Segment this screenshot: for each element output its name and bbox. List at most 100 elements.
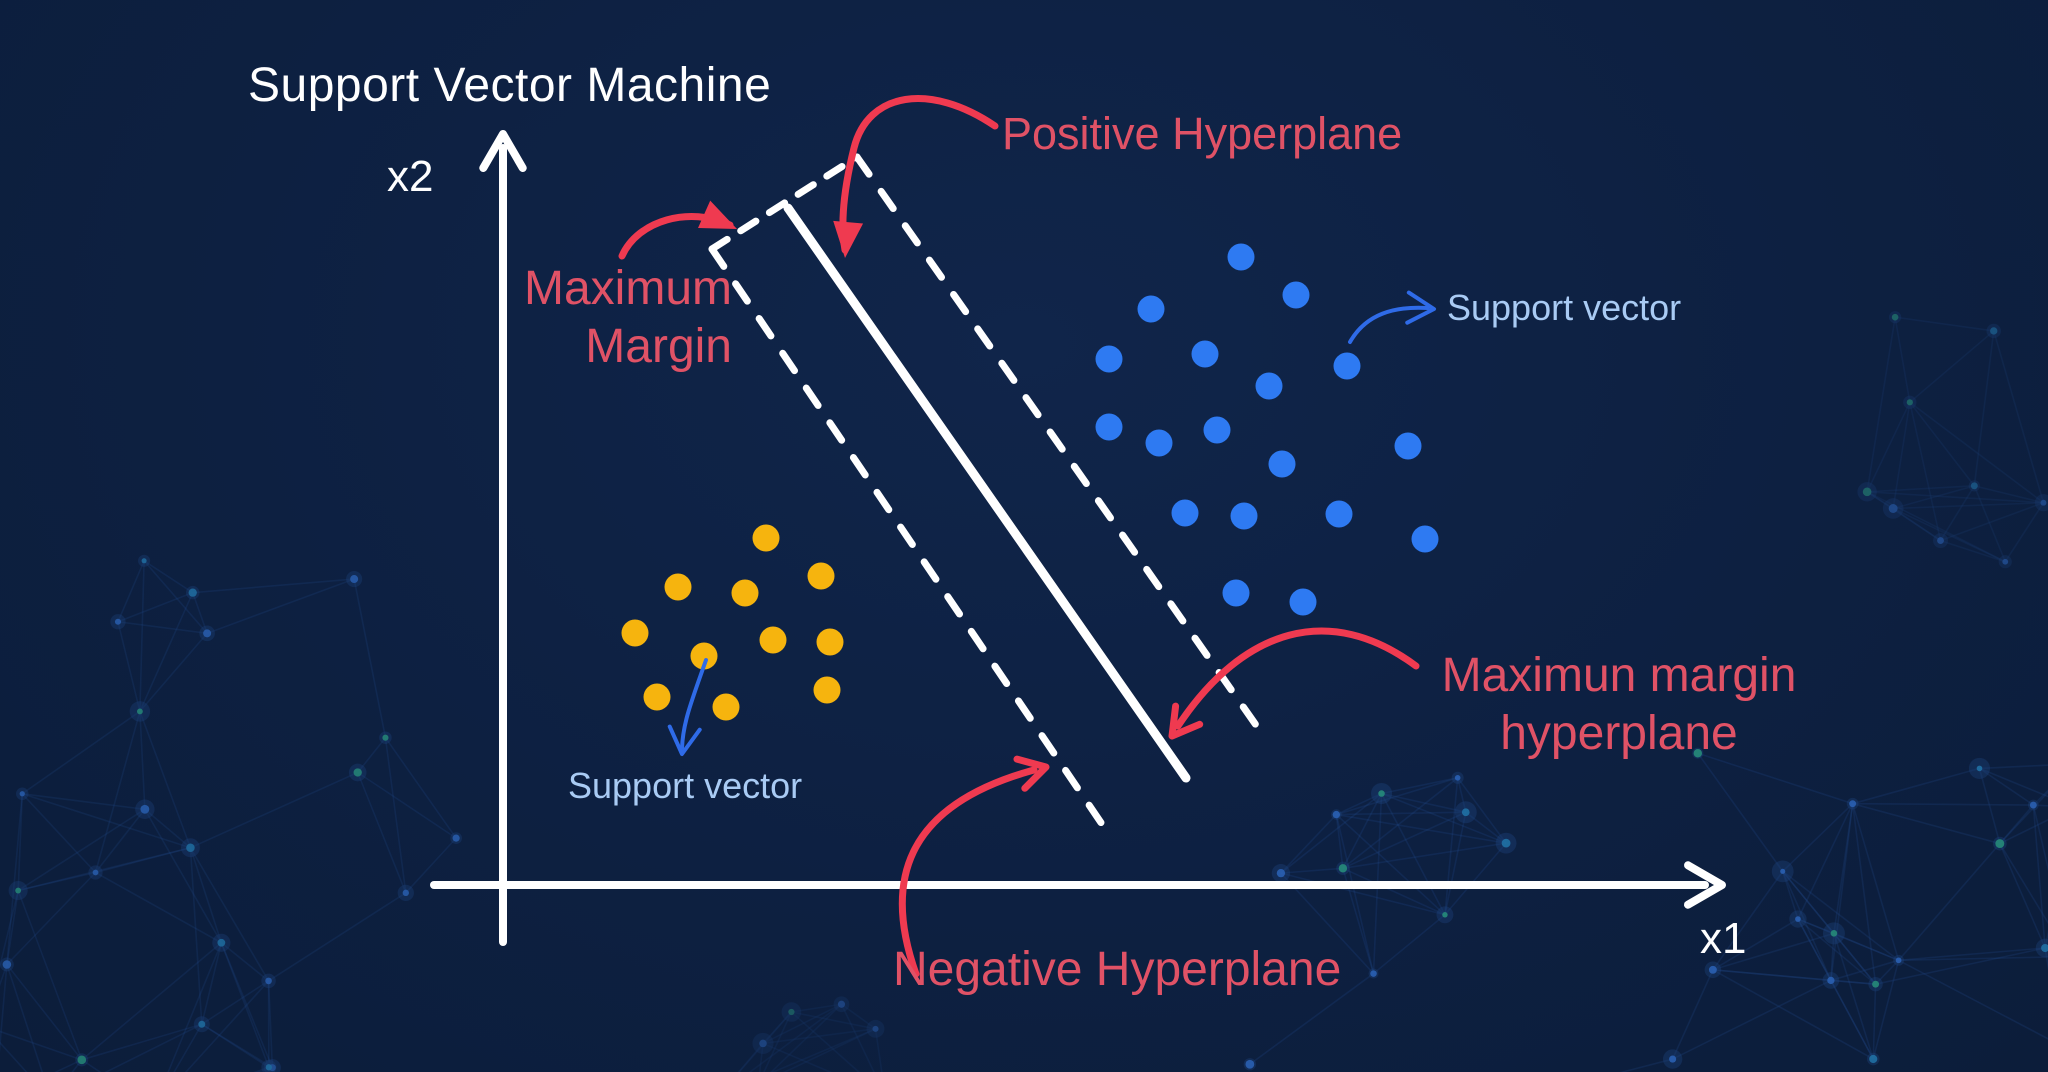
network-edge <box>791 1003 842 1013</box>
network-edge <box>1782 803 1854 872</box>
support-vector-right-arrow <box>1348 305 1430 344</box>
network-node-core <box>268 1064 276 1072</box>
network-edge <box>1697 752 1853 805</box>
data-point-blue <box>1095 413 1123 441</box>
network-node-core <box>1869 1054 1878 1064</box>
network-edge <box>17 808 146 892</box>
network-edge <box>1830 803 1854 981</box>
network-node-glow <box>261 1059 277 1072</box>
network-edge <box>1866 491 1941 542</box>
network-node-core <box>198 1020 206 1028</box>
network-node-glow <box>8 880 28 901</box>
network-node-core <box>2 960 12 969</box>
data-point-yellow <box>731 579 759 607</box>
network-edge <box>1898 956 2048 962</box>
network-node-core <box>19 791 25 797</box>
network-node-core <box>1872 980 1880 988</box>
network-edge <box>22 793 191 849</box>
network-node-core <box>1693 749 1703 758</box>
network-node-glow <box>129 701 151 722</box>
network-node-core <box>141 558 147 564</box>
network-node-core <box>1378 790 1385 797</box>
network-edge <box>1939 485 1976 541</box>
network-edge <box>1851 803 1900 961</box>
network-edge <box>1456 777 1467 813</box>
network-edge <box>189 847 203 1025</box>
network-edge <box>1898 959 2048 1040</box>
network-edge <box>1872 960 1900 1060</box>
network-edge <box>1992 330 2045 503</box>
network-edge <box>770 1003 843 1072</box>
network-node-glow <box>866 1019 885 1038</box>
network-node-core <box>402 889 409 897</box>
network-edge <box>1999 819 2048 845</box>
network-edge <box>1895 316 1994 332</box>
network-edge <box>1797 918 1877 985</box>
network-node-core <box>1891 313 1899 321</box>
network-edge <box>167 942 223 1072</box>
network-edge <box>1897 843 2001 961</box>
network-edge <box>790 1011 861 1072</box>
network-edge <box>1852 767 1980 805</box>
network-edge <box>1712 870 1784 971</box>
network-edge <box>2032 804 2048 872</box>
data-point-blue <box>1394 432 1422 460</box>
network-edge <box>1894 317 1911 403</box>
network-edge <box>1342 867 1446 916</box>
network-edge <box>6 793 24 965</box>
network-edge <box>1672 979 1832 1060</box>
network-edge <box>6 964 83 1061</box>
network-edge <box>1782 870 1877 985</box>
network-edge <box>6 964 44 1072</box>
network-edge <box>1940 539 2006 563</box>
network-edge <box>1833 933 1875 1060</box>
network-edge <box>257 1066 273 1072</box>
network-edge <box>2032 804 2046 949</box>
network-edge <box>1909 402 1942 541</box>
left-dashed-line <box>708 245 1110 834</box>
network-edge <box>1973 485 2007 563</box>
network-edge <box>139 711 192 849</box>
network-edge <box>94 711 141 873</box>
network-edge <box>1909 401 1975 487</box>
network-node-core <box>1338 864 1348 873</box>
network-edge <box>206 578 355 635</box>
network-edge <box>1782 870 1900 961</box>
negative-hyperplane-label: Negative Hyperplane <box>893 943 1342 996</box>
network-node-core <box>1454 775 1461 781</box>
data-point-blue <box>1282 281 1310 309</box>
network-node-glow <box>185 585 200 600</box>
network-edge <box>1833 932 1899 962</box>
network-edge <box>384 737 457 839</box>
network-edge <box>1979 764 2048 770</box>
network-edge <box>1249 972 1374 1065</box>
network-node-core <box>114 618 122 625</box>
data-point-yellow <box>752 524 780 552</box>
network-node-glow <box>88 865 103 880</box>
network-node-core <box>1995 839 2005 849</box>
data-point-blue <box>1289 588 1317 616</box>
maximum-margin-arrow-head <box>698 200 737 229</box>
network-edge <box>1342 793 1383 869</box>
network-edge <box>762 1003 842 1045</box>
network-edge <box>405 837 457 894</box>
data-point-yellow <box>813 676 841 704</box>
network-edge <box>81 942 222 1061</box>
network-edge <box>144 808 223 944</box>
network-node-core <box>1849 800 1857 808</box>
network-edge <box>2032 789 2048 806</box>
network-edge <box>1336 777 1458 816</box>
network-edge <box>71 1059 83 1072</box>
network-edge <box>1909 330 1995 403</box>
network-node-glow <box>379 731 392 744</box>
network-edge <box>104 1023 203 1072</box>
data-point-blue <box>1268 450 1296 478</box>
network-edge <box>1833 932 1877 985</box>
network-node-core <box>1970 482 1978 490</box>
network-edge <box>95 846 191 874</box>
network-edge <box>189 847 223 944</box>
network-edge <box>81 1059 102 1072</box>
network-node-core <box>382 734 389 741</box>
network-edge <box>1866 317 1896 492</box>
